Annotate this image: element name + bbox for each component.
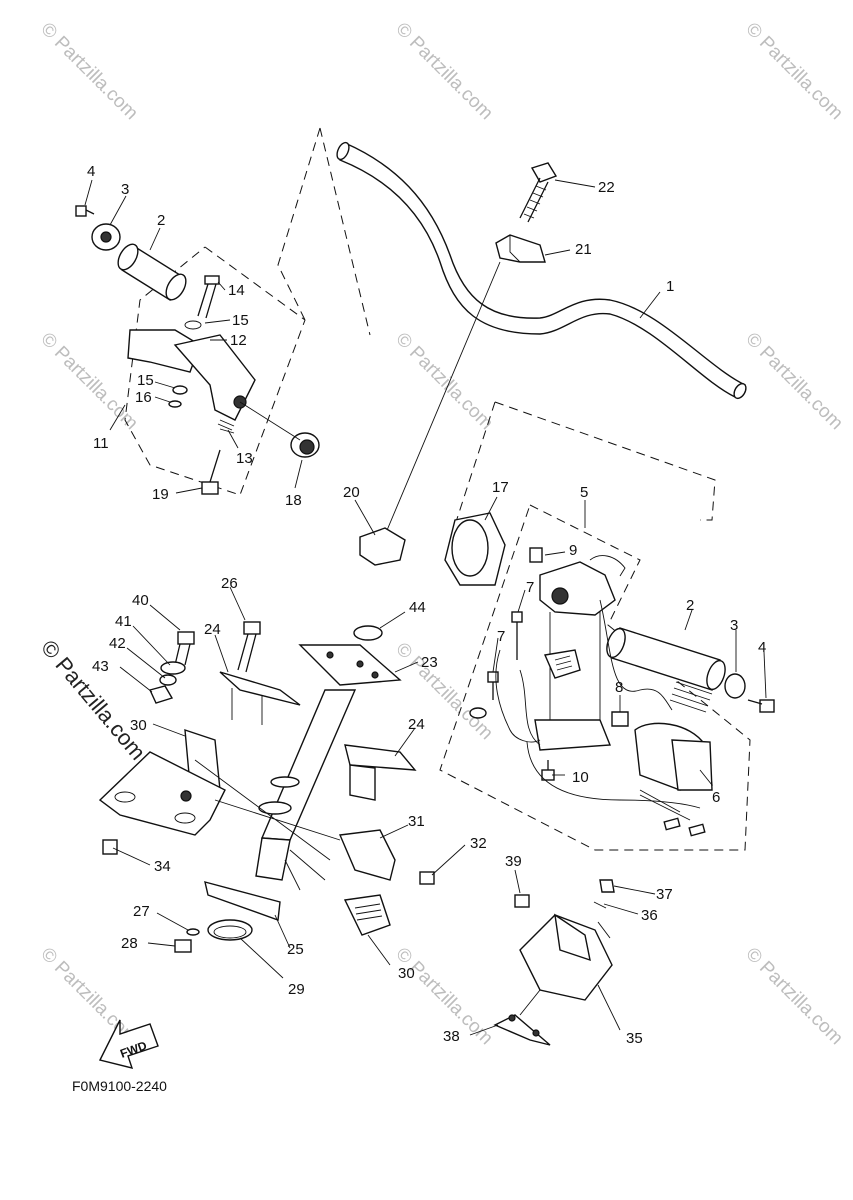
watermark: © Partzilla.com <box>36 19 141 124</box>
callout-39: 39 <box>505 853 522 870</box>
callout-25: 25 <box>287 941 304 958</box>
callout-32: 32 <box>470 835 487 852</box>
callout-20: 20 <box>343 484 360 501</box>
watermark-layer: © Partzilla.com © Partzilla.com © Partzi… <box>36 19 847 1049</box>
handlebar-holder-upper <box>495 234 546 263</box>
callout-3: 3 <box>730 617 738 634</box>
callout-24: 24 <box>204 621 221 638</box>
callout-44: 44 <box>409 599 426 616</box>
callout-28: 28 <box>121 935 138 952</box>
leader-line <box>384 261 501 536</box>
callout-37: 37 <box>656 886 673 903</box>
callout-12: 12 <box>230 332 247 349</box>
callout-11: 11 <box>93 435 109 452</box>
throttle-assembly <box>75 205 320 495</box>
callout-6: 6 <box>712 789 720 806</box>
callout-35: 35 <box>626 1030 643 1047</box>
steering-column <box>98 527 435 953</box>
callout-36: 36 <box>641 907 658 924</box>
callout-10: 10 <box>572 769 589 786</box>
callout-5: 5 <box>580 484 588 501</box>
callout-16: 16 <box>135 389 152 406</box>
callout-15: 15 <box>232 312 249 329</box>
callout-7: 7 <box>526 579 534 596</box>
assembly-outlines <box>124 127 751 851</box>
callout-23: 23 <box>421 654 438 671</box>
callout-14: 14 <box>228 282 245 299</box>
watermark: © Partzilla.com <box>741 19 846 124</box>
callout-34: 34 <box>154 858 171 875</box>
handlebar-bolt <box>519 162 558 223</box>
callout-40: 40 <box>132 592 149 609</box>
callout-43: 43 <box>92 658 109 675</box>
callout-labels: 1 22 21 4 3 2 14 15 12 15 16 11 13 19 18… <box>87 163 766 1047</box>
callout-15: 15 <box>137 372 154 389</box>
callout-4: 4 <box>758 639 766 656</box>
watermark: © Partzilla.com <box>391 19 496 124</box>
watermark: © Partzilla.com <box>741 944 846 1049</box>
callout-2: 2 <box>157 212 165 229</box>
callout-19: 19 <box>152 486 169 503</box>
watermark: © Partzilla.com <box>741 329 846 434</box>
callout-42: 42 <box>109 635 126 652</box>
callout-27: 27 <box>133 903 150 920</box>
handlebar <box>336 141 747 400</box>
callout-1: 1 <box>666 278 674 295</box>
watermark-dark: © Partzilla.com <box>36 635 150 765</box>
callout-3: 3 <box>121 181 129 198</box>
callout-29: 29 <box>288 981 305 998</box>
callout-21: 21 <box>575 241 592 258</box>
callout-18: 18 <box>285 492 302 509</box>
callout-41: 41 <box>115 613 132 630</box>
callout-38: 38 <box>443 1028 460 1045</box>
callout-2: 2 <box>686 597 694 614</box>
callout-17: 17 <box>492 479 509 496</box>
relay-assembly <box>493 879 615 1046</box>
callout-9: 9 <box>569 542 577 559</box>
callout-31: 31 <box>408 813 425 830</box>
watermark: © Partzilla.com <box>391 329 496 434</box>
callout-30: 30 <box>130 717 147 734</box>
callout-24: 24 <box>408 716 425 733</box>
callout-30: 30 <box>398 965 415 982</box>
callout-22: 22 <box>598 179 615 196</box>
figure-code: F0M9100-2240 <box>72 1078 167 1094</box>
switch-assembly <box>444 512 775 837</box>
callout-7: 7 <box>497 628 505 645</box>
callout-26: 26 <box>221 575 238 592</box>
callout-8: 8 <box>615 679 623 696</box>
callout-4: 4 <box>87 163 95 180</box>
watermark: © Partzilla.com <box>36 329 141 434</box>
callout-leaders <box>84 179 767 1036</box>
callout-13: 13 <box>236 450 253 467</box>
